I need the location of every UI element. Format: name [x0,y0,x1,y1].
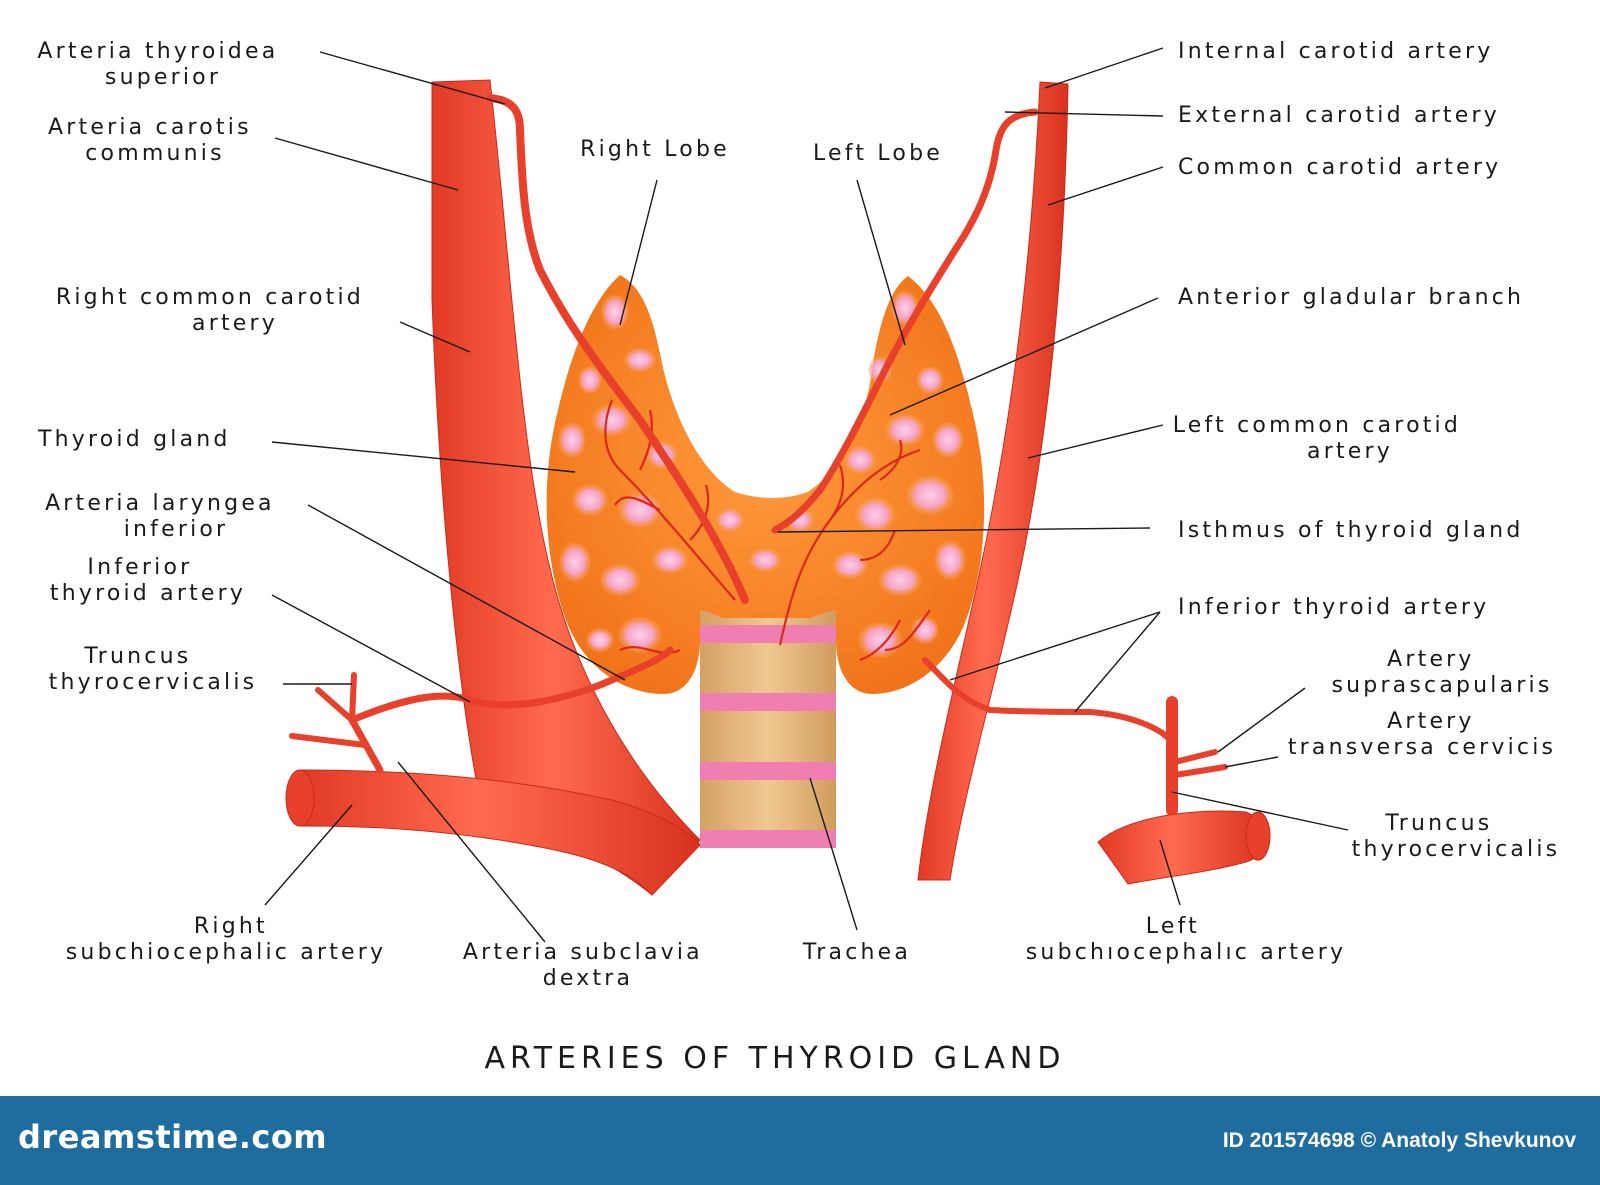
label-anterior-gladular-branch: Anterior gladular branch [1178,285,1524,310]
footer-bar: dreamstime.com ID 201574698 © Anatoly Sh… [0,1096,1600,1185]
trachea-ring [700,830,836,848]
right-carotid-artery [285,79,749,896]
thyroid-gland-shape [546,275,985,694]
label-inferior-thyroid-artery-left: Inferior thyroid artery [1178,595,1489,620]
label-artery-transversa-cervicis: Artery transversa cervicis [1288,709,1556,760]
trachea-shape [700,600,836,848]
label-arteria-subclavia-dextra: Arteria subclavia dextra [463,940,713,991]
gland-vessels [604,399,931,662]
label-left-subchiocephalic-artery: Left subchıocephalıc artery [1026,914,1346,965]
label-arteria-thyroidea-superior: Arteria thyroidea superior [37,39,288,90]
label-truncus-thyrocervicalis-left: Truncus thyrocervicalis [1352,811,1561,862]
diagram-title: ARTERIES OF THYROID GLAND [485,1041,1066,1076]
labels: Arteria thyroidea superior Arteria carot… [37,39,1561,1076]
label-inferior-thyroid-artery-right: Inferior thyroid artery [50,555,246,606]
label-left-lobe: Left Lobe [813,141,943,166]
label-isthmus-of-thyroid-gland: Isthmus of thyroid gland [1178,518,1524,543]
label-arteria-carotis-communis: Arteria carotis communis [48,115,262,166]
label-right-common-carotid-artery: Right common carotid artery [56,285,374,336]
follicles [558,290,966,658]
thyroid-artery-diagram: Arteria thyroidea superior Arteria carot… [37,39,1561,1076]
leader-lines [264,47,1349,943]
left-carotid-artery [771,81,1271,885]
label-internal-carotid-artery: Internal carotid artery [1178,39,1493,64]
trachea-ring [700,693,836,711]
trachea-ring [700,625,836,643]
left-vessel-opening [1245,811,1271,861]
label-truncus-thyrocervicalis-right: Truncus thyrocervicalis [49,644,258,695]
label-trachea: Trachea [802,940,911,965]
label-arteria-laryngea-inferior: Arteria laryngea inferior [45,491,285,542]
right-vessel-opening [285,769,315,827]
trachea-ring [700,762,836,780]
brand-logo[interactable]: dreamstime.com [18,1118,328,1156]
label-right-lobe: Right Lobe [580,137,730,162]
label-thyroid-gland: Thyroid gland [37,427,231,452]
label-right-subchiocephalic-artery: Right subchiocephalic artery [66,914,386,965]
image-credit: ID 201574698 © Anatoly Shevkunov [1222,1129,1576,1152]
label-left-common-carotid-artery: Left common carotid artery [1173,413,1472,464]
label-common-carotid-artery: Common carotid artery [1178,155,1501,180]
label-artery-suprascapularis: Artery suprascapularis [1331,647,1552,698]
label-external-carotid-artery: External carotid artery [1178,103,1500,128]
